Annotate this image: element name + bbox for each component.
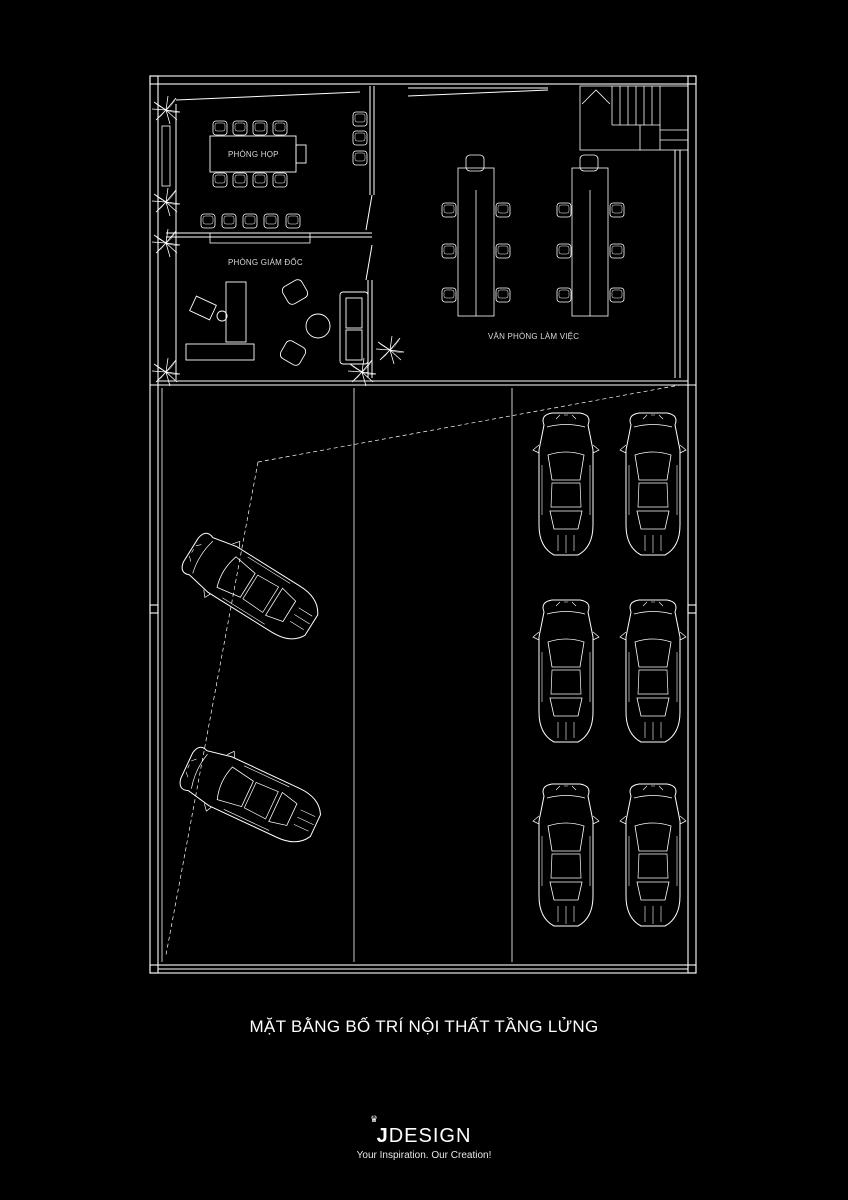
parking-lines [161,388,513,962]
director-room-label: PHÒNG GIÁM ĐỐC [228,258,303,267]
office-room-label: VĂN PHÒNG LÀM VIỆC [488,332,580,341]
plan-title: MẶT BẰNG BỐ TRÍ NỘI THẤT TẦNG LỬNG [249,1017,599,1036]
office-chairs [441,202,625,303]
workstations [457,154,609,317]
brand-name: DESIGN [388,1125,472,1147]
ramp-outline [165,384,681,956]
brand-mark: J [376,1125,389,1147]
outer-walls [149,75,697,974]
meeting-table [209,135,307,173]
meeting-chairs [200,111,368,229]
brand-logo: JDESIGN [0,1125,848,1148]
crown-icon: ♛ [370,1114,379,1124]
maneuvering-cars [172,521,330,856]
wall-cabinet [161,125,311,244]
director-lounge [279,279,369,366]
staircase [579,85,689,151]
director-desk [185,281,255,361]
brand-tagline: Your Inspiration. Our Creation! [356,1150,492,1161]
parked-cars [532,412,687,927]
meeting-room-label: PHÒNG HỌP [228,150,279,159]
plants [151,95,405,387]
